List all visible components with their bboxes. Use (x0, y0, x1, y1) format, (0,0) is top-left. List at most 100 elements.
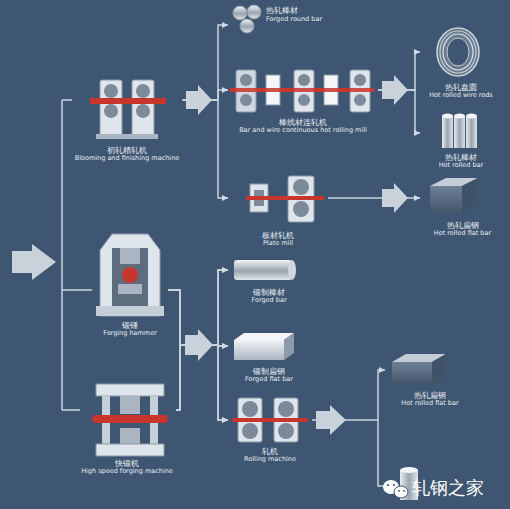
process-item: 热轧扁钢Hot rolled flat bar (385, 350, 475, 410)
coil-core (447, 38, 469, 66)
bar-end (233, 6, 247, 20)
roll (104, 104, 118, 118)
chevron-arrow (316, 405, 346, 435)
english-caption: Forged bar (251, 297, 286, 305)
process-item: 锻锤Forging hammer (92, 228, 168, 340)
roll (240, 94, 252, 106)
bar (234, 260, 292, 280)
chat-dot (393, 484, 395, 486)
flat-bar-icon (392, 354, 446, 384)
bar-end (400, 467, 418, 473)
english-caption: Rolling machine (244, 456, 296, 464)
english-caption: Bar and wire continuous hot rolling mill (239, 127, 367, 135)
flat-bar-icon (430, 178, 478, 212)
flow-chevrons (12, 75, 408, 435)
english-caption: Forged flat bar (245, 376, 293, 384)
press-die (120, 428, 140, 444)
hot-workpiece (92, 415, 168, 423)
press-base (96, 444, 164, 456)
chat-dot (403, 490, 405, 492)
chinese-caption: 热轧扁钢 (414, 391, 446, 401)
process-item: 热轧棒材Hot rolled bar (420, 108, 502, 172)
chevron-arrow (185, 329, 213, 361)
plate-mill-icon (246, 176, 324, 222)
process-item: 热轧扁钢Hot rolled flat bar (420, 176, 505, 240)
chinese-caption: 锻制扁钢 (253, 367, 285, 377)
english-caption: Plate mill (263, 240, 293, 248)
chevron-arrow (186, 85, 212, 115)
wire-coil-icon (436, 27, 480, 77)
forged-flat-icon (234, 333, 294, 360)
input-bracket (62, 100, 92, 410)
flat-front (234, 340, 284, 360)
roll (136, 104, 150, 118)
roll (136, 84, 150, 98)
coil-ring (440, 31, 476, 73)
roll (354, 74, 366, 86)
anvil (118, 284, 142, 294)
hot-workpiece (232, 418, 308, 422)
forging-hammer-icon (96, 234, 164, 316)
process-item: 板材轧机Plate mill (228, 170, 328, 250)
hammer-base (96, 306, 164, 316)
chinese-caption: 快锻机 (115, 459, 139, 469)
english-caption: Hot rolled flat bar (434, 230, 491, 238)
hot-workpiece (90, 98, 166, 104)
roll (104, 84, 118, 98)
chevron-arrow (12, 244, 56, 280)
coil (436, 27, 480, 77)
coil-ring (437, 28, 479, 76)
chinese-caption: 热轧扁钢 (447, 221, 479, 231)
mill-stand (100, 80, 122, 138)
chinese-caption: 板材轧机 (262, 231, 294, 241)
chevron-arrow (382, 183, 408, 213)
english-caption: Forging hammer (103, 330, 157, 338)
roll (293, 201, 309, 217)
chat-dot (398, 490, 400, 492)
bar-end (288, 260, 296, 280)
chinese-caption: 锻制棒材 (253, 288, 285, 298)
roll (293, 179, 309, 195)
coil-ring (443, 34, 473, 70)
hot-workpiece (230, 88, 374, 92)
hot-workpiece (246, 196, 324, 200)
english-caption: Hot rolled flat bar (401, 400, 458, 408)
chinese-caption: 热轧盘圆 (445, 83, 477, 93)
forged-bar-icon (234, 260, 296, 280)
press-die (120, 396, 140, 414)
bar-bundle-icon (442, 114, 477, 149)
bar (466, 116, 477, 148)
english-caption: High speed forging machine (81, 468, 173, 476)
bar (454, 116, 465, 148)
chevron-arrow (382, 75, 408, 105)
roll (298, 74, 310, 86)
process-item: 锻制棒材Forged bar (228, 255, 310, 307)
hammer-window (112, 248, 148, 306)
english-caption: Hot rolled bar (439, 162, 484, 170)
bar-end (247, 5, 261, 19)
chinese-caption: 棒线材连轧机 (279, 118, 327, 128)
process-item: 热轧棒材Forged round bar (228, 2, 338, 38)
bar-end (466, 114, 477, 119)
hammer-frame (100, 234, 160, 316)
bracket-line (62, 100, 92, 410)
bracket-line (378, 420, 398, 486)
chinese-caption: 初轧精轧机 (107, 146, 147, 156)
hot-workpiece (122, 267, 138, 283)
chat-bubble (394, 486, 408, 498)
roll (278, 423, 294, 439)
flat-side (432, 354, 446, 384)
flat-front (430, 186, 462, 212)
mill-base (96, 134, 158, 139)
chat-dot (387, 484, 389, 486)
chinese-caption: 热轧棒材 (266, 6, 298, 16)
flat-top (234, 333, 294, 340)
hot-workpiece (230, 88, 374, 92)
flow-connector (176, 270, 228, 410)
bar (442, 116, 453, 148)
english-caption: Hot rolled wire rods (429, 92, 493, 100)
watermark-text: 轧钢之家 (412, 477, 484, 499)
process-item: 轧机Rolling machine (228, 396, 312, 466)
